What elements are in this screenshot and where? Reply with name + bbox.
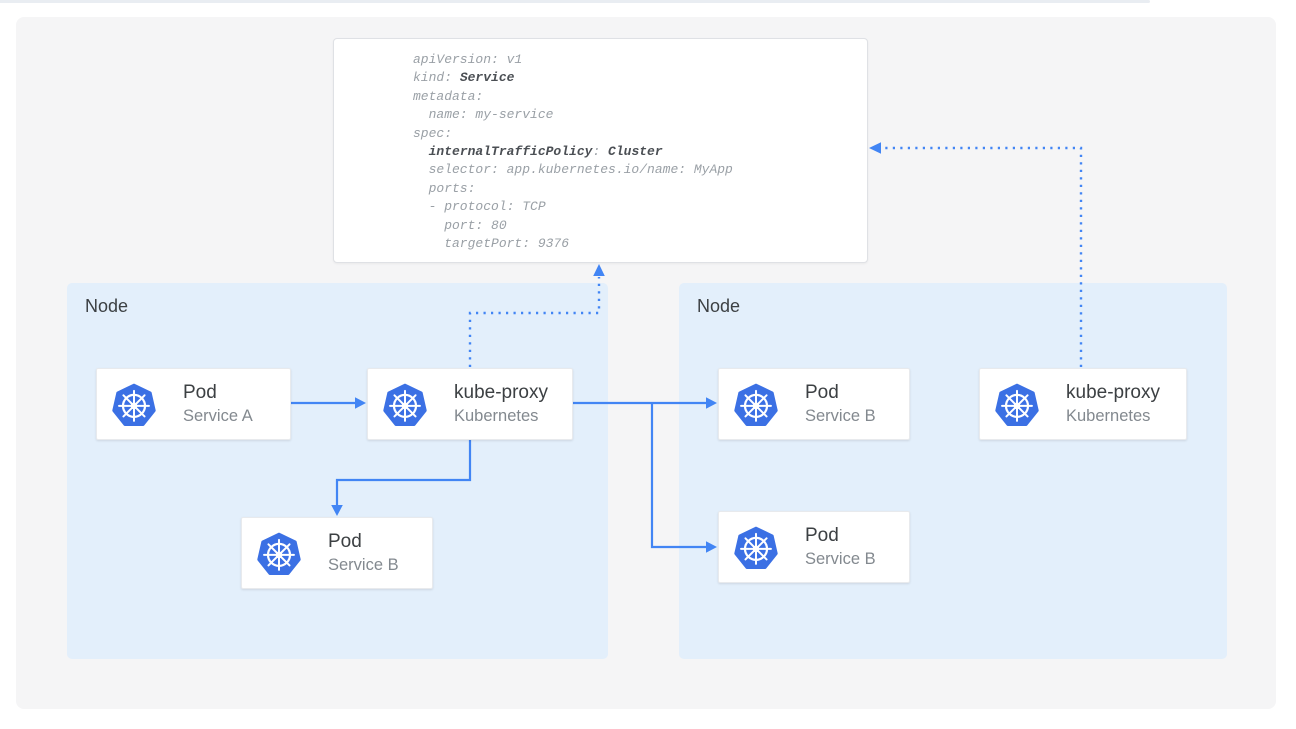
kubernetes-logo-icon [112,383,156,427]
kubernetes-logo-icon [257,532,301,576]
pod-card-service-b-right-bottom: Pod Service B [718,511,910,583]
card-subtitle: Service B [805,407,876,425]
card-title: Pod [183,382,217,403]
card-subtitle: Kubernetes [454,407,539,425]
top-accent-bar [0,0,1150,3]
card-title: kube-proxy [454,382,548,403]
kube-proxy-card-right: kube-proxy Kubernetes [979,368,1187,440]
kubernetes-logo-icon [734,383,778,427]
node-label: Node [697,296,741,316]
node-box-right: Node [679,283,1227,659]
pod-card-service-b-left: Pod Service B [241,517,433,589]
kubernetes-logo-icon [995,383,1039,427]
node-box-left: Node [67,283,608,659]
node-label: Node [85,296,129,316]
kube-proxy-card-left: kube-proxy Kubernetes [367,368,573,440]
card-title: Pod [805,382,839,403]
card-subtitle: Service B [328,556,399,574]
card-subtitle: Service B [805,550,876,568]
card-subtitle: Service A [183,407,253,425]
kubernetes-logo-icon [383,383,427,427]
card-title: Pod [805,525,839,546]
pod-card-service-b-right-top: Pod Service B [718,368,910,440]
card-subtitle: Kubernetes [1066,407,1151,425]
card-title: Pod [328,531,362,552]
card-title: kube-proxy [1066,382,1160,403]
pod-card-service-a: Pod Service A [96,368,291,440]
kubernetes-logo-icon [734,526,778,570]
